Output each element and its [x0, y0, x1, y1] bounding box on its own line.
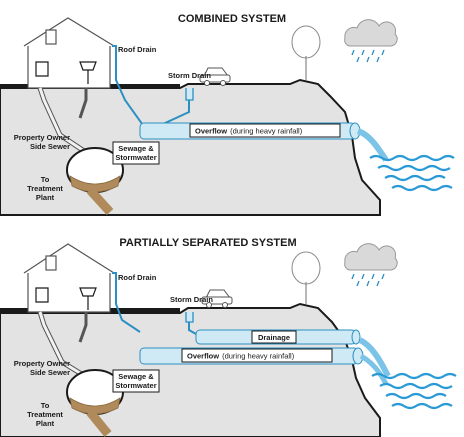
overflow-label-box — [181, 348, 333, 363]
combined-sewer-main — [66, 147, 124, 216]
tree-icon — [291, 251, 321, 304]
house — [23, 17, 115, 89]
toilet-icon — [35, 287, 49, 303]
drainage-label: Drainage — [258, 333, 290, 342]
sink-icon — [79, 287, 97, 310]
to-label: To — [41, 401, 50, 410]
rain-cloud-icon — [344, 19, 398, 63]
water-waves — [369, 154, 455, 192]
sewage-label-line1: Sewage & — [118, 144, 154, 153]
plant-label: Plant — [36, 419, 55, 428]
roof-drain-label: Roof Drain — [118, 45, 157, 54]
treatment-label: Treatment — [27, 184, 63, 193]
storm-drain-inlet — [185, 88, 194, 101]
sink-icon — [79, 61, 97, 84]
overflow-outfall — [359, 353, 389, 386]
property-owner-label: Property Owner — [14, 133, 70, 142]
storm-drain-pipe — [188, 322, 197, 335]
rain-cloud-icon — [344, 243, 398, 287]
overflow-label-box — [189, 123, 341, 138]
storm-drain-label: Storm Drain — [168, 71, 211, 80]
roof-drain-label: Roof Drain — [118, 273, 157, 282]
plant-label: Plant — [36, 193, 55, 202]
sewage-label-box — [112, 369, 160, 393]
house — [23, 243, 115, 313]
toilet-icon — [35, 61, 49, 77]
side-sewer-label: Side Sewer — [30, 142, 70, 151]
sewage-label-line2: Stormwater — [115, 153, 156, 162]
partially-separated-system-panel: PARTIALLY SEPARATED SYSTEM Roof Drain — [0, 237, 457, 437]
car-icon — [199, 67, 231, 86]
roof-drain-pipe — [112, 272, 141, 333]
tree-icon — [291, 25, 321, 80]
overflow-label: Overflow(during heavy rainfall) — [187, 352, 295, 361]
storm-drain-label: Storm Drain — [170, 295, 213, 304]
combined-system-panel: COMBINED SYSTEM Roof Drain — [0, 13, 455, 216]
treatment-label: Treatment — [27, 410, 63, 419]
overflow-outfall — [356, 128, 389, 162]
side-sewer-label: Side Sewer — [30, 368, 70, 377]
drainage-label-box — [251, 330, 297, 344]
drainage-outfall — [358, 337, 391, 378]
combined-sewer-main — [66, 369, 124, 437]
sewage-label-line2: Stormwater — [115, 381, 156, 390]
sewage-label-box — [112, 141, 160, 165]
water-waves — [371, 372, 457, 410]
sewage-label-line1: Sewage & — [118, 372, 154, 381]
to-label: To — [41, 175, 50, 184]
property-owner-label: Property Owner — [14, 359, 70, 368]
panel-title: PARTIALLY SEPARATED SYSTEM — [119, 237, 296, 249]
storm-drain-inlet — [185, 312, 194, 323]
overflow-label: Overflow(during heavy rainfall) — [195, 127, 303, 136]
roof-drain-pipe — [112, 45, 151, 136]
car-icon — [201, 289, 233, 308]
panel-title: COMBINED SYSTEM — [178, 13, 286, 25]
